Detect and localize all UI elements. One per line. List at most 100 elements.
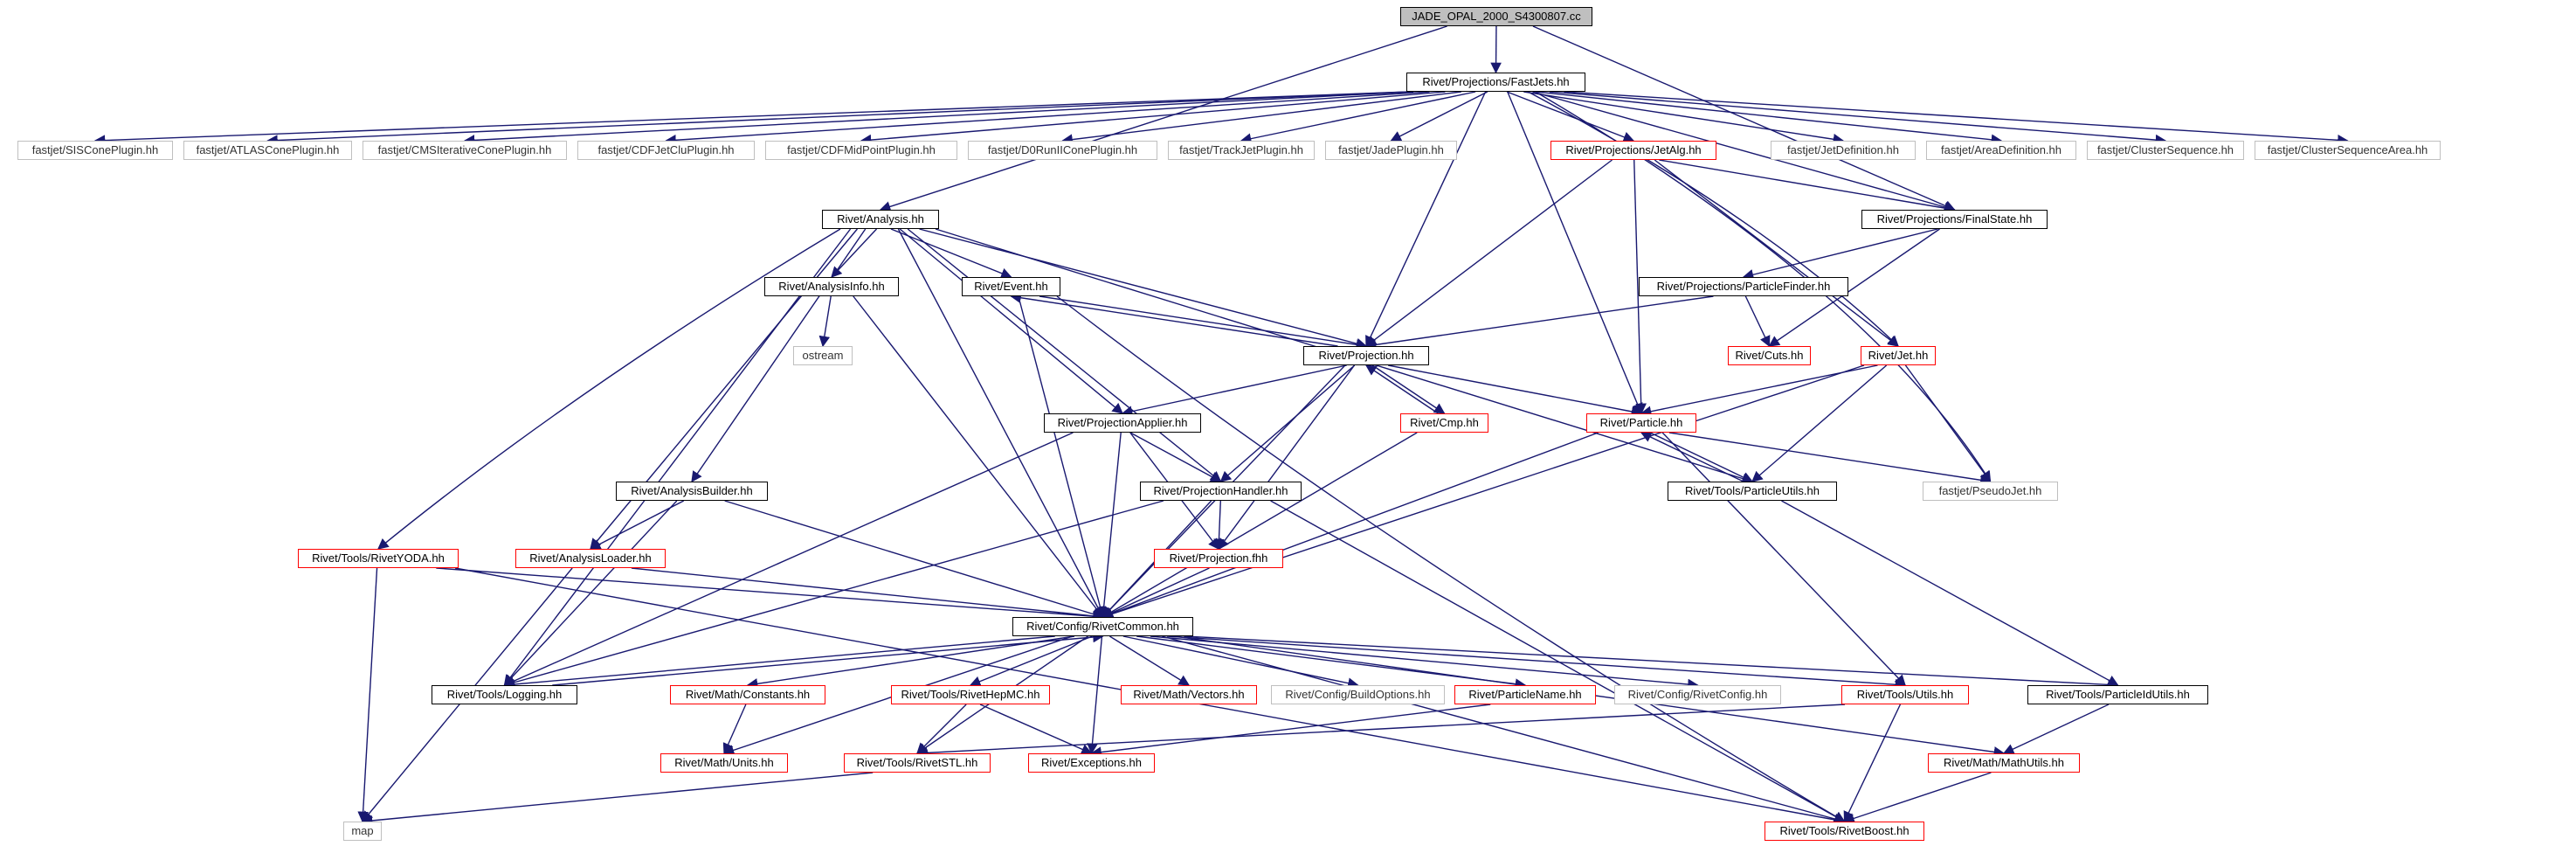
node-particleutils[interactable]: Rivet/Tools/ParticleUtils.hh [1668,482,1837,501]
node-pseudojet[interactable]: fastjet/PseudoJet.hh [1923,482,2058,501]
edge-analysisinfo-to-rivetcommon [853,295,1104,618]
edge-fastjets-to-projection [1365,91,1487,348]
edge-analysis-to-analysisbuilder [691,228,867,483]
edge-cmp-to-rivetcommon [1102,432,1418,618]
node-rivetboost[interactable]: Rivet/Tools/RivetBoost.hh [1765,822,1924,841]
node-analysis[interactable]: Rivet/Analysis.hh [822,210,939,229]
edge-root-to-finalstate [1532,25,1956,212]
node-particlefinder[interactable]: Rivet/Projections/ParticleFinder.hh [1639,277,1848,296]
edge-analysis-to-rivetcommon [897,228,1104,619]
edge-analysisbuilder-to-rivetcommon [724,500,1104,620]
node-jadeplugin[interactable]: fastjet/JadePlugin.hh [1325,141,1457,160]
edge-utils-to-rivetstl [915,704,1846,759]
node-cdfmid[interactable]: fastjet/CDFMidPointPlugin.hh [765,141,957,160]
edge-projapplier-to-logging [503,432,1074,687]
node-rivethepmc[interactable]: Rivet/Tools/RivetHepMC.hh [891,685,1050,704]
edge-projection-to-projapplier [1121,364,1347,417]
edge-fastjets-to-jetdef [1523,91,1845,145]
edge-projection-to-projfhh [1218,364,1356,551]
edge-rivetstl-to-map [361,772,874,827]
edge-rivetcommon-to-exceptions [1087,635,1103,755]
node-event[interactable]: Rivet/Event.hh [962,277,1060,296]
edge-rivetcommon-to-buildoptions [1122,635,1359,689]
node-analysisinfo[interactable]: Rivet/AnalysisInfo.hh [764,277,899,296]
node-rivetyoda[interactable]: Rivet/Tools/RivetYODA.hh [298,549,459,568]
node-d0run[interactable]: fastjet/D0RunIIConePlugin.hh [968,141,1157,160]
node-areadef[interactable]: fastjet/AreaDefinition.hh [1926,141,2076,160]
edge-particleidutils-to-mathutils [2002,704,2110,754]
node-rivetcommon[interactable]: Rivet/Config/RivetCommon.hh [1012,617,1193,636]
node-jetdef[interactable]: fastjet/JetDefinition.hh [1771,141,1916,160]
edge-jetalg-to-particle [1633,159,1647,415]
edge-event-to-projection [1039,295,1368,350]
edge-fastjets-to-finalstate [1532,91,1956,213]
node-cdfjetclu[interactable]: fastjet/CDFJetCluPlugin.hh [577,141,755,160]
node-siscone[interactable]: fastjet/SISConePlugin.hh [17,141,173,160]
node-ostream[interactable]: ostream [793,346,853,365]
edge-analysis-to-analysisloader [590,228,858,550]
edge-analysisbuilder-to-analysisloader [589,500,685,550]
node-clseq[interactable]: fastjet/ClusterSequence.hh [2087,141,2244,160]
node-particleidutils[interactable]: Rivet/Tools/ParticleIdUtils.hh [2027,685,2208,704]
node-exceptions[interactable]: Rivet/Exceptions.hh [1028,753,1155,773]
edge-cmp-to-projection [1364,364,1439,414]
edge-fastjets-to-clseqarea [1564,91,2349,146]
node-particle[interactable]: Rivet/Particle.hh [1586,413,1696,433]
node-analysisbuilder[interactable]: Rivet/AnalysisBuilder.hh [616,482,768,501]
node-cmsiter[interactable]: fastjet/CMSIterativeConePlugin.hh [363,141,567,160]
node-projhandler[interactable]: Rivet/ProjectionHandler.hh [1140,482,1302,501]
edge-fastjets-to-cmsiter [463,91,1414,146]
edge-projection-to-cmp [1371,364,1446,414]
edge-particlefinder-to-cuts [1744,295,1771,348]
edge-projfhh-to-rivetcommon [1102,567,1210,618]
node-map[interactable]: map [343,822,382,841]
node-cmp[interactable]: Rivet/Cmp.hh [1400,413,1488,433]
node-rivetconfig[interactable]: Rivet/Config/RivetConfig.hh [1614,685,1781,704]
node-clseqarea[interactable]: fastjet/ClusterSequenceArea.hh [2255,141,2441,160]
node-constants[interactable]: Rivet/Math/Constants.hh [670,685,825,704]
node-analysisloader[interactable]: Rivet/AnalysisLoader.hh [515,549,666,568]
edge-jet-to-particleutils [1751,364,1888,482]
edge-analysisloader-to-rivetcommon [631,567,1104,622]
node-units[interactable]: Rivet/Math/Units.hh [660,753,788,773]
edge-particlename-to-exceptions [1090,704,1491,758]
edge-rivetyoda-to-map [357,567,378,823]
edge-utils-to-rivetboost [1843,704,1902,823]
node-root[interactable]: JADE_OPAL_2000_S4300807.cc [1400,7,1592,26]
edge-rivetcommon-to-utils [1166,635,1907,690]
edge-fastjets-to-jetalg [1506,91,1635,142]
node-cuts[interactable]: Rivet/Cuts.hh [1728,346,1811,365]
edge-fastjets-to-trackjet [1240,91,1476,144]
node-logging[interactable]: Rivet/Tools/Logging.hh [432,685,577,704]
edge-jet-to-rivetcommon [1102,364,1865,620]
edge-particlefinder-to-projection [1364,295,1714,350]
edge-analysisinfo-to-ostream [818,295,832,348]
edge-event-to-rivetcommon [1018,295,1106,619]
node-atlascone[interactable]: fastjet/ATLASConePlugin.hh [183,141,352,160]
node-mathutils[interactable]: Rivet/Math/MathUtils.hh [1928,753,2080,773]
edge-rivetyoda-to-rivetcommon [436,567,1104,622]
node-buildoptions[interactable]: Rivet/Config/BuildOptions.hh [1271,685,1445,704]
node-fastjets[interactable]: Rivet/Projections/FastJets.hh [1406,73,1585,92]
edge-projhandler-to-logging [503,500,1164,689]
node-jetalg[interactable]: Rivet/Projections/JetAlg.hh [1550,141,1716,160]
node-utils[interactable]: Rivet/Tools/Utils.hh [1841,685,1969,704]
node-projection[interactable]: Rivet/Projection.hh [1303,346,1429,365]
edge-fastjets-to-cdfmid [860,91,1446,146]
node-jet[interactable]: Rivet/Jet.hh [1861,346,1936,365]
edge-analysis-to-event [890,228,1012,279]
node-projfhh[interactable]: Rivet/Projection.fhh [1154,549,1283,568]
edge-rivetcommon-to-particleidutils [1184,635,2119,690]
node-trackjet[interactable]: fastjet/TrackJetPlugin.hh [1168,141,1315,160]
edge-projapplier-to-rivetcommon [1098,432,1122,619]
node-projapplier[interactable]: Rivet/ProjectionApplier.hh [1044,413,1201,433]
node-vectors[interactable]: Rivet/Math/Vectors.hh [1121,685,1257,704]
node-finalstate[interactable]: Rivet/Projections/FinalState.hh [1861,210,2048,229]
edge-jet-to-pseudojet [1904,364,1992,483]
edge-jetalg-to-finalstate [1659,159,1956,214]
edge-fastjets-to-areadef [1536,91,2003,146]
edge-analysis-to-rivetyoda [377,228,841,550]
node-particlename[interactable]: Rivet/ParticleName.hh [1454,685,1596,704]
node-rivetstl[interactable]: Rivet/Tools/RivetSTL.hh [844,753,991,773]
